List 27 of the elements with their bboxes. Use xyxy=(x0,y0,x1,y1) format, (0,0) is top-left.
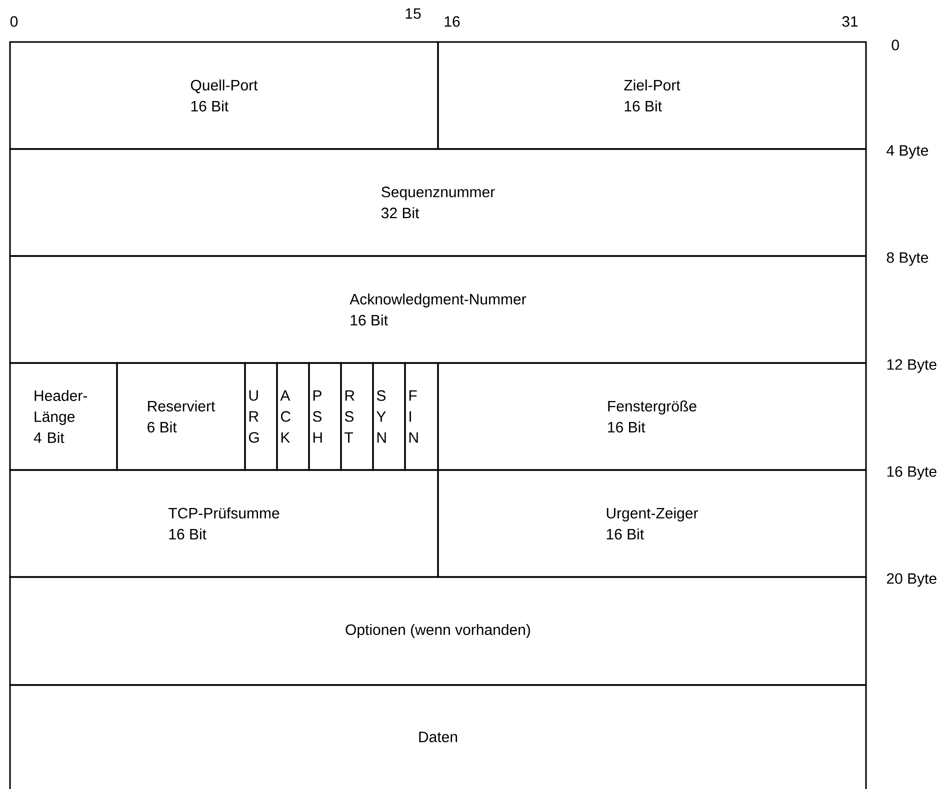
flag-cell: SYN xyxy=(372,362,406,471)
header-field: TCP-Prüfsumme 16 Bit xyxy=(9,469,439,578)
header-field: Optionen (wenn vorhanden) xyxy=(9,576,867,686)
flag-cell: FIN xyxy=(404,362,439,471)
byte-offset: 16 Byte xyxy=(887,466,936,480)
byte-offset: 8 Byte xyxy=(886,252,928,266)
header-field: Acknowledgment-Nummer 16 Bit xyxy=(9,255,867,364)
byte-offset: 12 Byte xyxy=(887,359,936,373)
header-field: Quell-Port 16 Bit xyxy=(9,41,439,150)
byte-offset: 0 xyxy=(892,40,899,50)
header-field: Header-Länge 4 Bit xyxy=(9,362,118,471)
header-field: Urgent-Zeiger 16 Bit xyxy=(437,469,867,578)
header-field: Daten xyxy=(9,684,867,789)
header-field: Fenstergröße 16 Bit xyxy=(437,362,867,471)
flag-cell: ACK xyxy=(276,362,310,471)
bit-number: 0 xyxy=(10,16,18,27)
header-field: Sequenznummer 32 Bit xyxy=(9,148,867,257)
flag-cell: PSH xyxy=(308,362,342,471)
bit-number: 15 xyxy=(406,8,421,19)
header-field: Ziel-Port 16 Bit xyxy=(437,41,867,150)
header-field: Reserviert 6 Bit xyxy=(116,362,246,471)
byte-offset: 4 Byte xyxy=(886,145,928,159)
byte-offset: 20 Byte xyxy=(886,573,936,587)
flag-cell: URG xyxy=(244,362,278,471)
bit-number: 16 xyxy=(444,16,460,27)
bit-number: 31 xyxy=(842,16,858,27)
flag-cell: RST xyxy=(340,362,374,471)
